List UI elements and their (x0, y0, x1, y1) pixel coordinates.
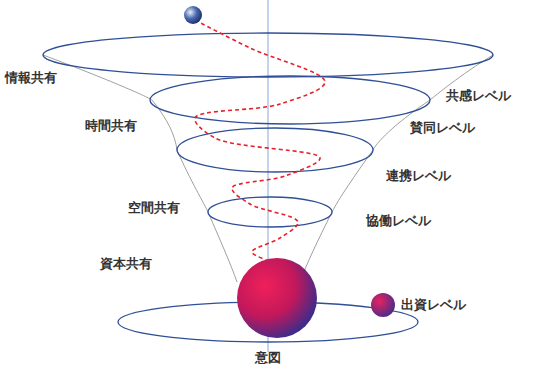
level-label: 情報共有 (5, 70, 57, 86)
base-label: 意図 (255, 350, 281, 366)
level-ring (208, 197, 332, 227)
intent-sphere (237, 258, 317, 338)
level-label: 賛同レベル (410, 120, 475, 136)
level-ring (177, 128, 373, 172)
level-label: 資本共有 (100, 256, 152, 272)
level-label: 協働レベル (366, 213, 431, 229)
level-label: 連携レベル (386, 168, 451, 184)
cone-line (43, 55, 237, 282)
level-label: 共感レベル (446, 88, 511, 104)
investment-sphere (371, 293, 395, 317)
spiral-path (195, 20, 325, 262)
level-label: 出資レベル (401, 297, 466, 313)
level-label: 時間共有 (85, 118, 137, 134)
level-label: 空間共有 (128, 200, 180, 216)
level-ring (43, 33, 493, 77)
top-sphere (184, 6, 202, 24)
